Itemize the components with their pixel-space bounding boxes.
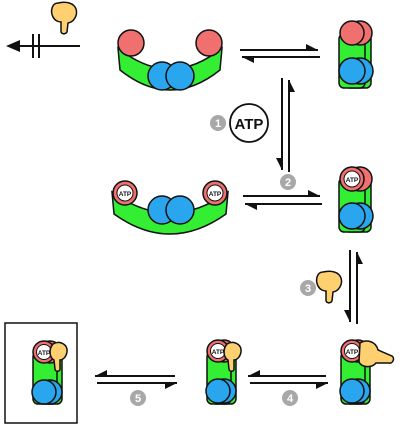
hsp90-dimer-atp-client-bound: ATP xyxy=(339,339,395,405)
equilibrium-arrow-icon xyxy=(95,370,177,389)
svg-text:5: 5 xyxy=(135,393,141,405)
hsp90-dimer-open-apo xyxy=(117,29,223,91)
boxed-mature-complex: ATP xyxy=(4,322,78,424)
svg-text:ATP: ATP xyxy=(38,350,51,357)
hsp90-dimer-open-atp: ATP ATP xyxy=(111,180,229,235)
client-protein-icon xyxy=(50,1,78,35)
svg-text:3: 3 xyxy=(305,283,311,295)
step-5-marker: 5 xyxy=(130,390,146,406)
hsp90-dimer-closed-atp: ATP xyxy=(338,166,374,233)
inhibition-arrow-icon xyxy=(6,34,80,58)
hsp90-dimer-closed-apo xyxy=(338,20,374,89)
svg-text:ATP: ATP xyxy=(346,349,359,356)
equilibrium-arrow-icon xyxy=(276,78,295,172)
step-2-marker: 2 xyxy=(280,174,296,190)
atp-molecule-icon: ATP xyxy=(229,103,269,143)
svg-text:ATP: ATP xyxy=(119,191,132,198)
equilibrium-arrow-icon xyxy=(248,370,328,389)
svg-text:ATP: ATP xyxy=(212,349,225,356)
svg-text:ATP: ATP xyxy=(209,191,222,198)
step-3-marker: 3 xyxy=(300,280,316,296)
hsp90-dimer-atp-client-compact: ATP xyxy=(205,339,242,405)
svg-text:ATP: ATP xyxy=(346,177,359,184)
svg-text:ATP: ATP xyxy=(235,116,264,133)
svg-text:4: 4 xyxy=(287,393,294,405)
equilibrium-arrow-icon xyxy=(240,44,320,63)
step-1-marker: 1 xyxy=(210,115,226,131)
equilibrium-arrow-icon xyxy=(243,190,322,210)
svg-text:1: 1 xyxy=(215,118,221,130)
equilibrium-arrow-icon xyxy=(344,250,363,324)
client-protein-icon xyxy=(315,270,343,304)
svg-text:2: 2 xyxy=(285,177,291,189)
step-4-marker: 4 xyxy=(282,390,298,406)
